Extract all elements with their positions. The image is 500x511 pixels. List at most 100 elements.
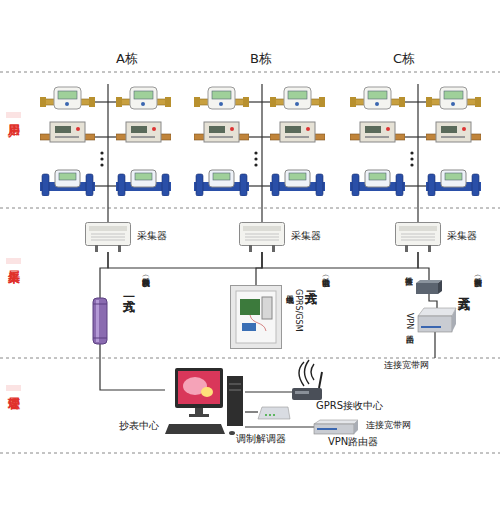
device-part [292, 388, 322, 400]
heat-meter [116, 122, 171, 142]
wire-connector [245, 412, 258, 413]
wireless-wave [305, 360, 310, 384]
device-part [405, 245, 408, 252]
device-part [262, 297, 272, 319]
device-part [416, 283, 438, 294]
device-node: VPN路由器（宽带网自动抄表）方式三 [418, 308, 456, 332]
wire-connector [256, 252, 262, 285]
heat-meter [426, 87, 481, 109]
device-node: 宽带转换器 [416, 280, 442, 294]
device-part [240, 223, 285, 246]
heat-meter [270, 87, 325, 109]
device-part [249, 245, 252, 252]
heat-meter [194, 87, 249, 109]
wire-path [245, 391, 292, 392]
wire-connector [262, 252, 418, 268]
device-label: VPN路由器 [328, 436, 378, 447]
wire-path [245, 426, 314, 427]
device-part [231, 286, 282, 349]
device-part [242, 323, 256, 331]
device-part [229, 390, 241, 391]
device-part [396, 223, 441, 246]
layer-label: 采集层 [6, 258, 21, 264]
heat-meter [270, 122, 325, 142]
ellipsis-dot [410, 157, 413, 160]
device-part [401, 234, 435, 235]
layer-divider [0, 208, 500, 209]
ellipsis-dot [410, 151, 413, 154]
device-illustration [416, 280, 442, 294]
device-part [243, 226, 281, 231]
device-part [201, 387, 213, 397]
note-label: 连接宽带网 [366, 421, 411, 431]
device-part [227, 376, 243, 426]
device-node: VPN路由器 [314, 420, 358, 434]
wire-path [100, 252, 108, 298]
device-label: GPRS/GSM 无线中继器 [284, 289, 302, 333]
device-node: 采集器 [395, 222, 441, 252]
ultrasonic-meter [116, 170, 171, 196]
broadband-line [434, 332, 435, 358]
device-part [245, 234, 279, 235]
device-label: VPN路由器 [404, 313, 413, 329]
wire-path [108, 252, 262, 268]
device-label: 采集器 [447, 230, 477, 241]
device-node: （电话自动抄表）方式二GPRS/GSM 无线中继器 [230, 285, 282, 349]
device-part [96, 300, 99, 342]
note-label: 连接宽带网 [384, 361, 429, 371]
device-part [250, 315, 266, 331]
building-label: A栋 [116, 52, 138, 66]
wireless-wave [311, 364, 314, 380]
device-node: 抄表中心 [165, 368, 245, 440]
layer-divider [0, 453, 500, 454]
building-label: C栋 [393, 52, 415, 66]
device-part [401, 240, 435, 241]
device-label: 采集器 [137, 230, 167, 241]
building-label: B栋 [250, 52, 272, 66]
device-illustration [418, 308, 456, 332]
device-part [93, 338, 107, 339]
heat-meter [40, 122, 95, 142]
device-part [428, 245, 431, 252]
device-part [245, 240, 279, 241]
ultrasonic-meter [40, 170, 95, 196]
ellipsis-dot [100, 151, 103, 154]
wire-connector [245, 427, 314, 428]
device-label: 抄表中心 [119, 420, 159, 431]
device-illustration [92, 298, 108, 344]
ellipsis-dot [410, 163, 413, 166]
layer-label: 管理层 [6, 385, 21, 391]
device-illustration [239, 222, 285, 252]
ultrasonic-meter [194, 170, 249, 196]
device-part [421, 326, 441, 328]
heat-meter [426, 122, 481, 142]
device-part [189, 414, 209, 417]
ultrasonic-meter [426, 170, 481, 196]
ellipsis-dot [254, 163, 257, 166]
device-part [91, 240, 125, 241]
device-part [93, 298, 107, 344]
layer-label: 用户层 [6, 112, 21, 118]
device-illustration [395, 222, 441, 252]
ultrasonic-meter [270, 170, 325, 196]
meter-bus [261, 84, 262, 222]
wire-connector [429, 294, 437, 308]
device-part [240, 299, 260, 315]
device-part [319, 372, 322, 388]
device-part [272, 245, 275, 252]
wire-path [245, 411, 258, 412]
device-part [175, 368, 223, 408]
heat-meter [40, 87, 95, 109]
device-part [165, 424, 225, 434]
heat-meter [350, 122, 405, 142]
ellipsis-dot [100, 163, 103, 166]
ultrasonic-meter [350, 170, 405, 196]
wire-path [429, 294, 437, 308]
device-part [317, 428, 337, 430]
device-illustration [230, 285, 282, 349]
heat-meter [194, 122, 249, 142]
device-part [91, 237, 125, 238]
device-part [314, 420, 358, 424]
meter-bus [417, 84, 418, 222]
device-part [93, 304, 107, 305]
